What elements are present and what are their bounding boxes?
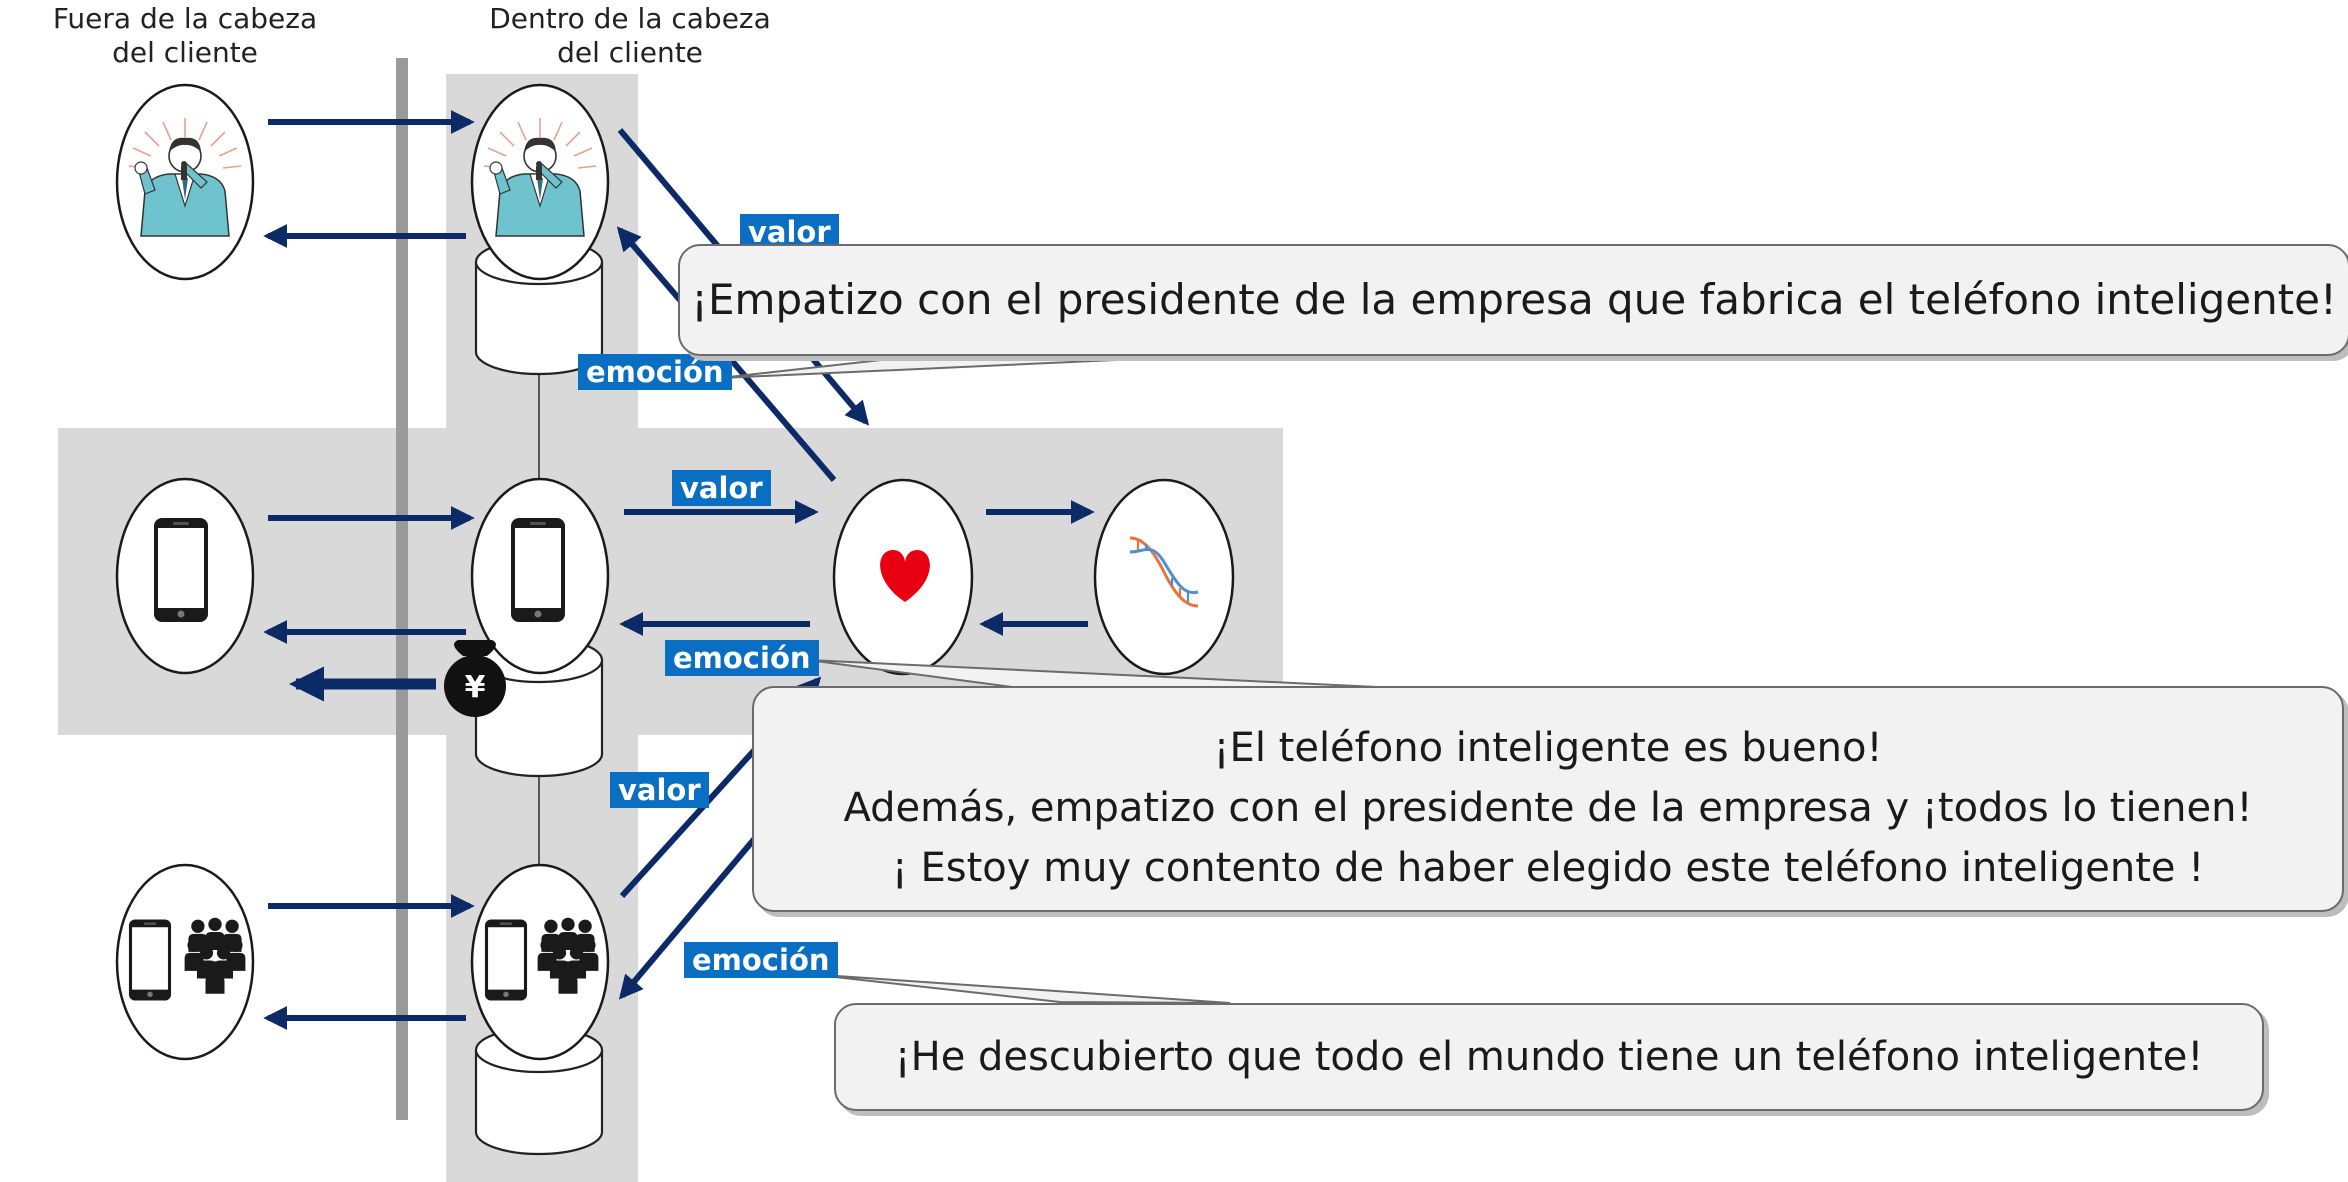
value-tag-lower: valor — [610, 772, 709, 808]
inside-head-header-line2: del cliente — [557, 36, 703, 69]
inside-head-header-line1: Dentro de la cabeza — [489, 2, 771, 35]
callout-satisfied-line2: Además, empatizo con el presidente de la… — [843, 785, 2253, 831]
callout-satisfied-line3: ¡ Estoy muy contento de haber elegido es… — [891, 845, 2205, 891]
callout-president: ¡Empatizo con el presidente de la empres… — [678, 244, 2348, 356]
outside-head-header-line1: Fuera de la cabeza — [52, 2, 318, 35]
callout-satisfied-line1: ¡El teléfono inteligente es bueno! — [1213, 725, 1883, 771]
smartphone-icon — [154, 518, 208, 622]
heart-icon — [880, 550, 930, 602]
yen-money-bag-icon: ¥ — [444, 640, 506, 717]
outside-head-header: Fuera de la cabeza del cliente — [15, 2, 355, 70]
inside-head-header: Dentro de la cabeza del cliente — [460, 2, 800, 70]
callout-everyone-text: ¡He descubierto que todo el mundo tiene … — [894, 1034, 2204, 1080]
emotion-tag-middle: emoción — [665, 640, 819, 676]
dna-node — [1093, 478, 1235, 676]
value-tag-middle: valor — [672, 470, 771, 506]
callout-president-text: ¡Empatizo con el presidente de la empres… — [691, 275, 2337, 324]
smartphone-icon — [484, 919, 528, 1001]
callout-tail-everyone — [807, 973, 1231, 1004]
smartphone-icon — [128, 919, 172, 1001]
callout-everyone: ¡He descubierto que todo el mundo tiene … — [834, 1003, 2264, 1111]
emotion-tag-top: emoción — [578, 354, 732, 390]
yen-symbol: ¥ — [465, 670, 486, 705]
emotion-tag-bottom: emoción — [684, 942, 838, 978]
outside-head-header-line2: del cliente — [112, 36, 258, 69]
callout-satisfied: ¡El teléfono inteligente es bueno! Ademá… — [752, 686, 2344, 912]
smartphone-icon — [511, 518, 565, 622]
